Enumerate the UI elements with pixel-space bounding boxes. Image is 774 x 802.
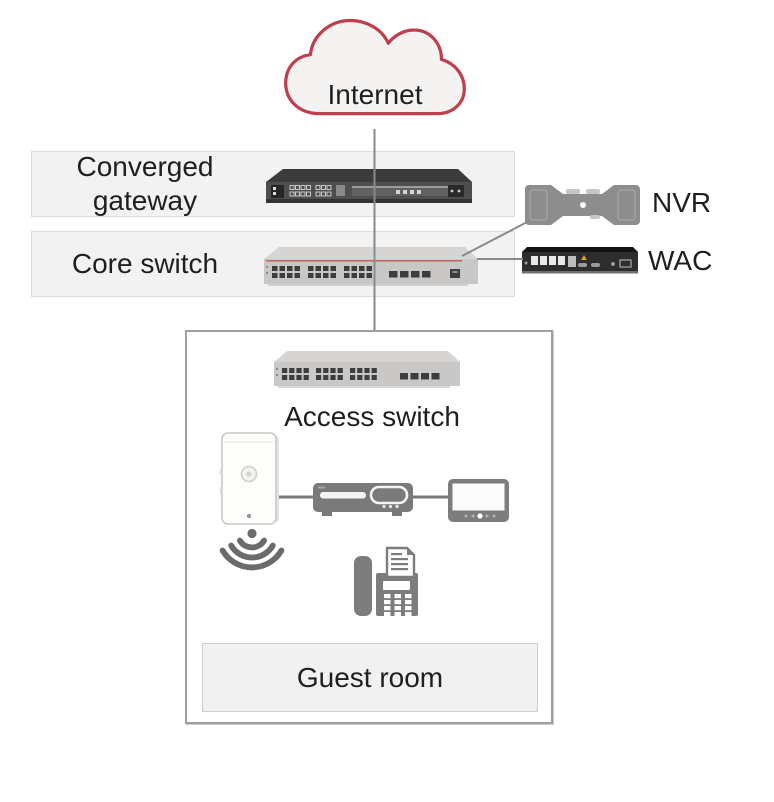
backbone-connector-lines — [373, 129, 530, 330]
guest-room-label: Guest room — [296, 661, 444, 693]
tv-icon — [448, 479, 509, 522]
internet-label: Internet — [327, 79, 423, 110]
wac-label: WAC — [648, 245, 713, 276]
set-top-box-icon — [313, 483, 413, 516]
nvr-label: NVR — [652, 187, 712, 218]
core-switch-device-icon — [264, 247, 478, 286]
internet-cloud — [284, 18, 466, 116]
wac-device-icon — [522, 247, 638, 274]
converged-gateway-label: Converged gateway — [76, 151, 214, 216]
core-to-nvr-line — [461, 220, 530, 257]
wall-plate-ap-icon — [220, 432, 279, 525]
ip-phone-icon — [354, 546, 418, 617]
access-switch-label: Access switch — [284, 401, 460, 432]
guest-room-label-box — [202, 643, 538, 712]
access-switch-device-icon — [274, 351, 460, 388]
nvr-device-icon — [525, 185, 640, 225]
wifi-signal-icon — [219, 528, 285, 571]
router-device-icon — [266, 169, 472, 203]
core-switch-label: Core switch — [71, 248, 219, 280]
